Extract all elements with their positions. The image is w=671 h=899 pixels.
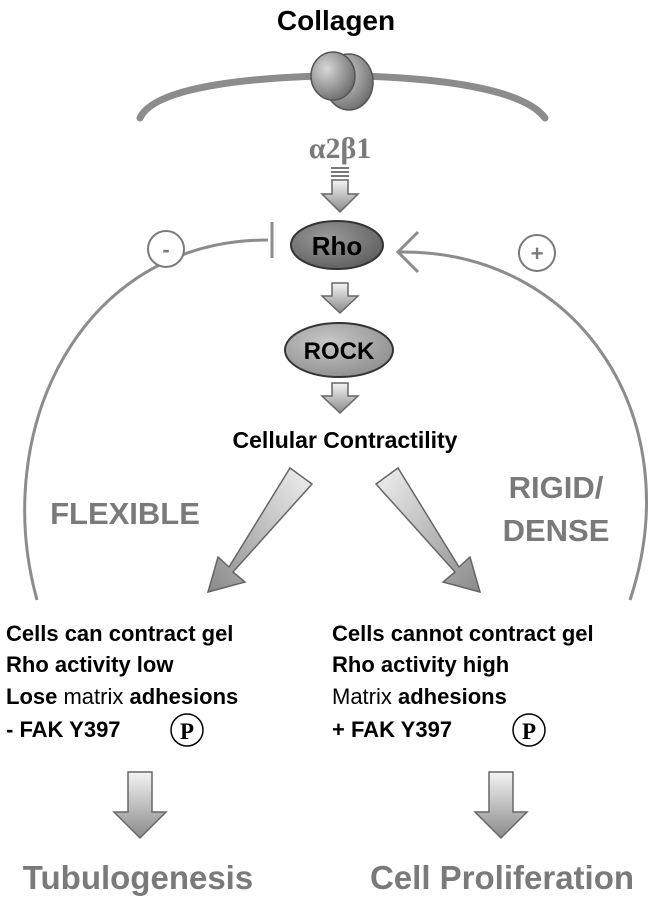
right-phospho-circle — [512, 713, 546, 747]
arrow-rho-to-rock — [320, 282, 360, 315]
receptor-label: α2β1 — [309, 132, 372, 165]
arrow-rock-to-contractility — [320, 382, 360, 415]
left-phospho-circle — [170, 713, 204, 747]
contractility-label: Cellular Contractility — [233, 427, 458, 453]
flexible-label: FLEXIBLE — [50, 496, 200, 531]
arrow-to-cell-proliferation — [473, 771, 529, 840]
rho-node: Rho — [290, 220, 384, 270]
left-outcome-block: Cells can contract gel Rho activity low … — [6, 621, 238, 747]
negative-feedback-sign: - — [147, 230, 185, 268]
left-outcome-line3: Lose matrix adhesions — [6, 684, 238, 709]
right-outcome-line1: Cells cannot contract gel — [332, 621, 594, 646]
rigid-label: RIGID/ — [509, 470, 604, 505]
plus-sign: + — [531, 241, 544, 266]
right-outcome-block: Cells cannot contract gel Rho activity h… — [332, 621, 594, 747]
dense-label: DENSE — [503, 513, 610, 548]
negative-feedback-curve — [23, 238, 269, 601]
arrow-to-flexible-outcome — [206, 466, 314, 594]
left-outcome-line2: Rho activity low — [6, 652, 174, 677]
left-outcome-line4: - FAK Y397 — [6, 717, 121, 742]
collagen-title: Collagen — [277, 5, 395, 36]
left-outcome-line1: Cells can contract gel — [6, 621, 233, 646]
left-phospho-label: P — [180, 719, 194, 744]
tubulogenesis-label: Tubulogenesis — [23, 859, 253, 896]
rho-label: Rho — [312, 231, 363, 261]
positive-feedback-sign: + — [518, 234, 556, 272]
cell-membrane-curve — [136, 72, 549, 122]
activation-arrowhead — [395, 230, 420, 274]
rock-node: ROCK — [284, 322, 394, 378]
rock-label: ROCK — [304, 338, 375, 365]
minus-sign: - — [162, 237, 169, 262]
right-outcome-line3: Matrix adhesions — [332, 684, 507, 709]
arrow-receptor-to-rho — [320, 179, 360, 214]
right-phospho-label: P — [522, 719, 536, 744]
right-outcome-line4: + FAK Y397 — [332, 717, 452, 742]
right-outcome-line2: Rho activity high — [332, 652, 509, 677]
positive-feedback-curve — [399, 250, 648, 601]
collagen-molecule-icon — [310, 51, 374, 111]
receptor-stub-lines — [331, 167, 349, 177]
cell-proliferation-label: Cell Proliferation — [370, 859, 634, 896]
arrow-to-tubulogenesis — [112, 771, 168, 840]
arrow-to-rigid-outcome — [374, 466, 482, 594]
